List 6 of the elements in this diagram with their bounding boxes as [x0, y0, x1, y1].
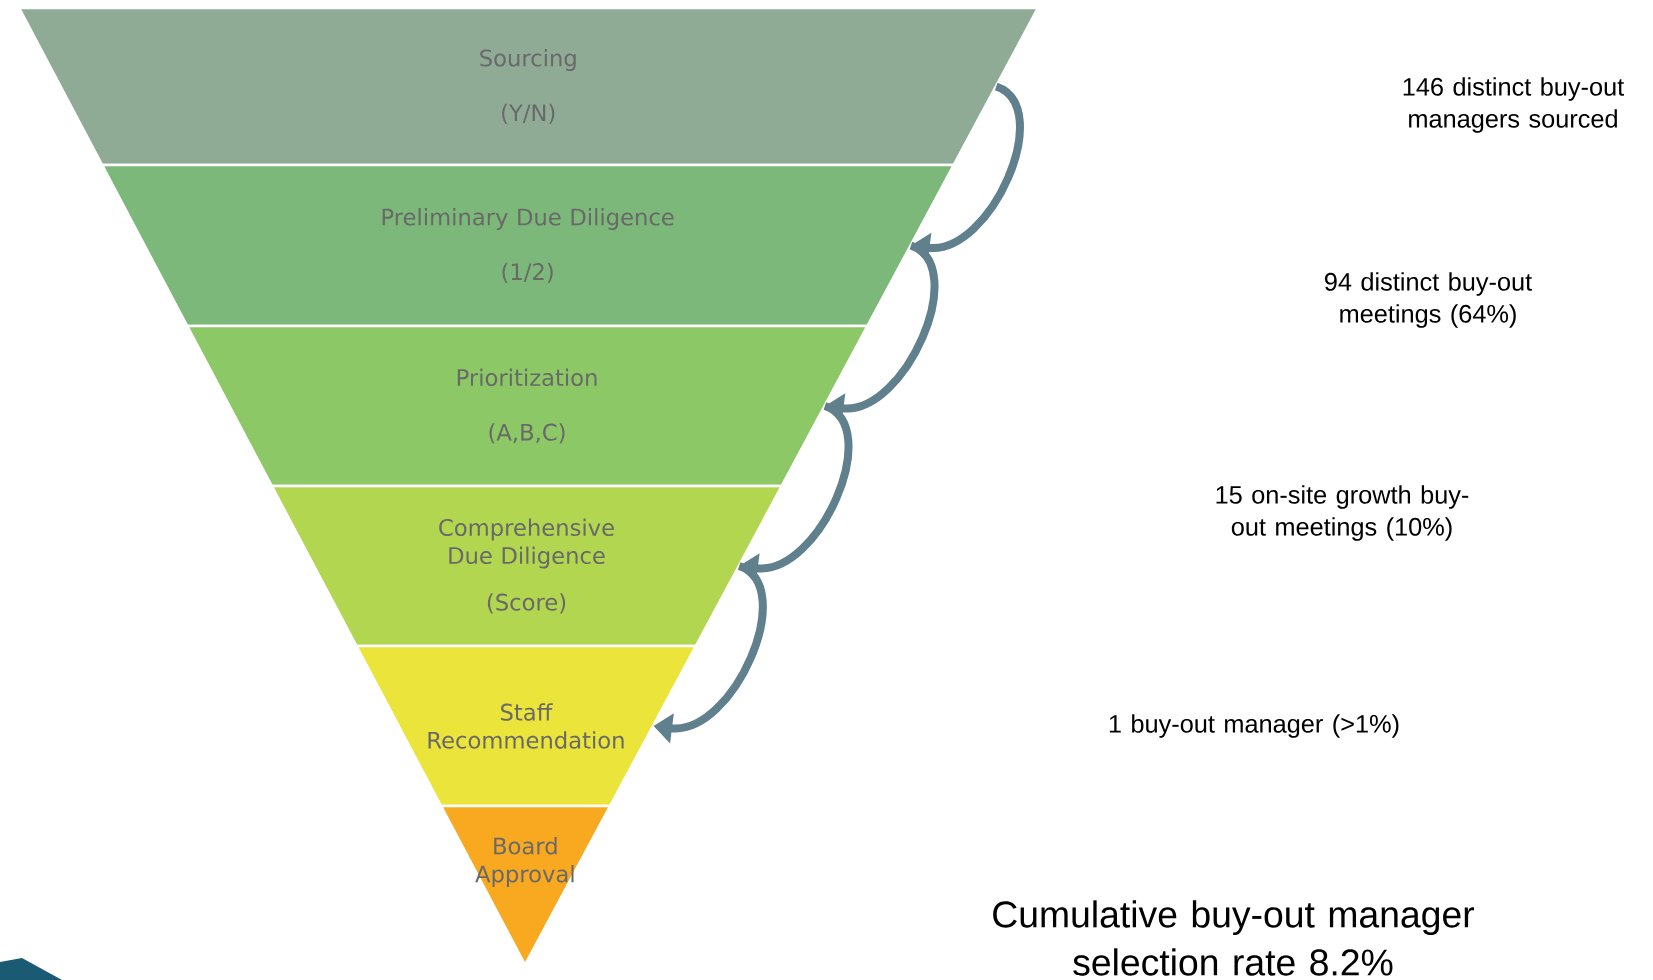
funnel-stage: Staff Recommendation — [354, 644, 699, 808]
note-text: 94 distinct buy-out meetings (64%) — [1325, 272, 1532, 328]
note-text: 146 distinct buy-out managers sourced — [1403, 77, 1625, 133]
note-text: 1 buy-out manager (>1%) — [1109, 714, 1399, 738]
note-text: 15 on-site growth buy-out meetings (10%) — [1216, 485, 1469, 541]
note-text: Cumulative buy-out manager selection rate 8.2% — [993, 900, 1475, 976]
